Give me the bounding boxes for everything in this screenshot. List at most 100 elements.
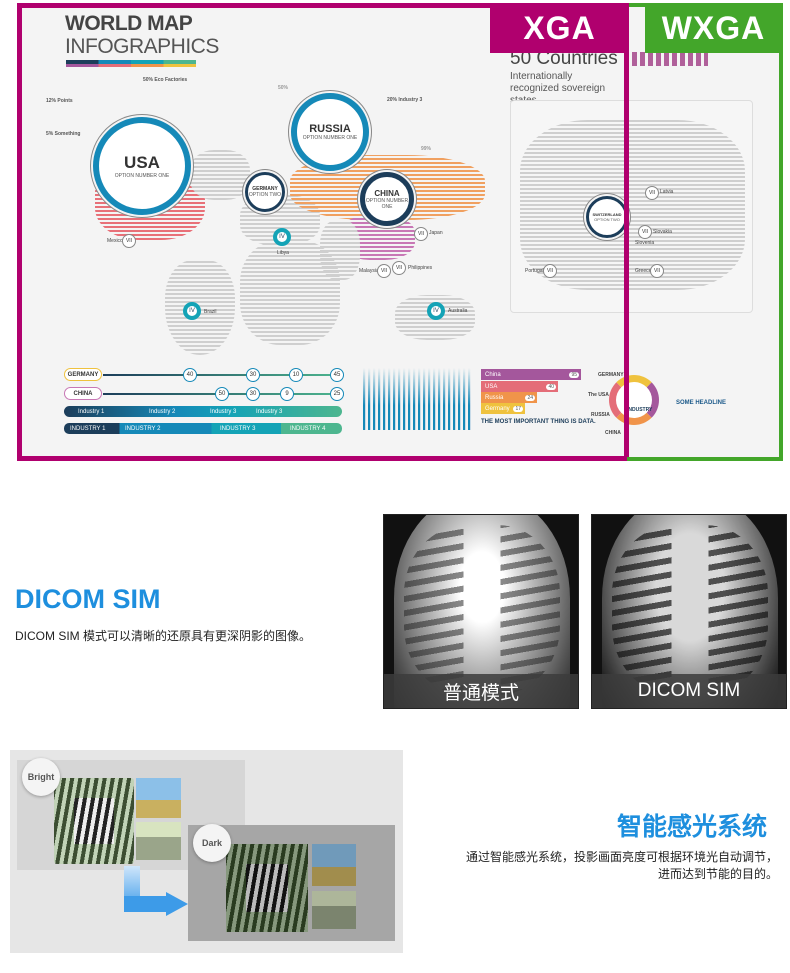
donut-label: RUSSIA [591, 412, 610, 418]
industry-band-label: INDUSTRY 3 [220, 425, 256, 432]
normal-mode-caption: 普通模式 [384, 674, 578, 708]
marker-badge[interactable]: VII [122, 234, 136, 248]
xray-normal-image: 普通模式 [383, 514, 579, 709]
dicom-description: DICOM SIM 模式可以清晰的还原具有更深阴影的图像。 [15, 629, 311, 643]
marker-badge[interactable]: VII [414, 227, 428, 241]
some-headline: SOME HEADLINE [676, 400, 727, 406]
timeline-line [103, 374, 343, 376]
industry-chip: Industry 2 [149, 408, 176, 415]
pin-country: CHINA [374, 188, 400, 198]
mini-bar-chart [363, 368, 471, 430]
title-color-bar-accent [66, 64, 196, 67]
giraffe-photo [312, 844, 356, 886]
marker-label: Brazil [204, 309, 217, 315]
pin-country: GERMANY [252, 186, 278, 192]
note: 20% Industry 3 [387, 97, 423, 103]
pin-subtitle: OPTION TWO [248, 192, 282, 198]
marker-badge[interactable]: VII [543, 264, 557, 278]
timeline-node: 40 [183, 368, 197, 382]
description-line: 通过智能感光系统，投影画面亮度可根据环境光自动调节， [465, 850, 778, 864]
marker-badge[interactable]: VII [645, 186, 659, 200]
pin-subtitle: OPTION NUMBER ONE [114, 173, 170, 179]
donut-center-label: INDUSTRY [627, 407, 653, 413]
marker-badge[interactable]: IV [183, 302, 201, 320]
note: 50% [278, 85, 289, 91]
map-europe-detail [520, 120, 745, 290]
marker-label: Japan [429, 230, 443, 236]
dark-label: Dark [193, 824, 231, 862]
rhino-photo [312, 891, 356, 929]
donut-chart [609, 375, 659, 425]
marker-label: Greece [635, 268, 652, 274]
pin-switzerland[interactable]: SWITZERLAND OPTION TWO [586, 196, 628, 238]
marker-label: Slovenia [635, 240, 655, 246]
arrow-right-icon [166, 892, 188, 916]
pin-country: USA [124, 153, 160, 172]
donut-label: GERMANY [598, 372, 624, 378]
timeline-node: 25 [330, 387, 344, 401]
pin-usa[interactable]: USA OPTION NUMBER ONE [93, 117, 191, 215]
wxga-frame [627, 3, 783, 461]
donut-label: CHINA [605, 430, 621, 436]
light-sensor-description: 通过智能感光系统，投影画面亮度可根据环境光自动调节， 进而达到节能的目的。 [400, 849, 778, 883]
marker-label: Libya [277, 250, 289, 256]
marker-label: Slovakia [653, 229, 672, 235]
dicom-mode-caption: DICOM SIM [592, 674, 786, 708]
timeline-node: 30 [246, 368, 260, 382]
title-color-bar [66, 60, 196, 66]
pin-subtitle: OPTION NUMBER ONE [365, 197, 409, 210]
infographic-subtitle: INFOGRAPHICS [65, 35, 219, 58]
description-line: 进而达到节能的目的。 [657, 867, 778, 881]
timeline-label-china: CHINA [64, 387, 102, 400]
infographic-title: WORLD MAP [65, 12, 193, 35]
note: 50% Eco Factories [143, 77, 188, 83]
note: 99% [421, 146, 432, 152]
xga-frame [17, 3, 629, 461]
light-sensor-title: 智能感光系统 [616, 813, 767, 841]
marker-badge[interactable]: IV [427, 302, 445, 320]
pin-germany[interactable]: GERMANY OPTION TWO [245, 172, 285, 212]
timeline-node: 30 [246, 387, 260, 401]
pin-country: RUSSIA [309, 123, 351, 135]
map-south-asia [320, 220, 360, 280]
note: 12% Points [46, 98, 73, 104]
marker-label: Portugal [525, 268, 544, 274]
industry-chip: Industry 3 [210, 408, 237, 415]
marker-badge[interactable]: VII [638, 225, 652, 239]
countries-heading: 50 Countries [510, 48, 618, 69]
zebra-photo [54, 778, 134, 864]
dicom-title: DICOM SIM [15, 584, 161, 614]
wxga-label: WXGA [645, 3, 782, 53]
timeline-label-germany: GERMANY [64, 368, 102, 381]
marker-label: Mexico [107, 238, 123, 244]
xray-dicom-image: DICOM SIM [591, 514, 787, 709]
marker-badge[interactable]: IV [273, 228, 291, 246]
industry-chip: Industry 3 [256, 408, 283, 415]
pin-russia[interactable]: RUSSIA OPTION NUMBER ONE [291, 93, 369, 171]
timeline-node: 9 [280, 387, 294, 401]
data-heading: THE MOST IMPORTANT THING IS DATA. [481, 419, 596, 425]
pin-china[interactable]: CHINA OPTION NUMBER ONE [360, 172, 414, 226]
industry-band-label: INDUSTRY 4 [290, 425, 326, 432]
marker-badge[interactable]: VII [392, 261, 406, 275]
marker-label: Latvia [660, 189, 674, 195]
timeline-node: 50 [215, 387, 229, 401]
timeline-node: 10 [289, 368, 303, 382]
marker-label: Philippines [408, 265, 433, 271]
marker-badge[interactable]: VII [650, 264, 664, 278]
giraffe-photo [136, 778, 181, 818]
note: 5% Something [46, 131, 81, 137]
pin-subtitle: OPTION TWO [594, 217, 620, 222]
rhino-photo [136, 822, 181, 860]
marker-label: Malaysia [359, 268, 379, 274]
marker-label: Australia [448, 308, 468, 314]
industry-chip: Industry 1 [78, 408, 105, 415]
xga-label: XGA [490, 3, 629, 53]
map-greenland [190, 150, 250, 200]
pin-country: SWITZERLAND [592, 212, 622, 217]
marker-badge[interactable]: VII [377, 264, 391, 278]
